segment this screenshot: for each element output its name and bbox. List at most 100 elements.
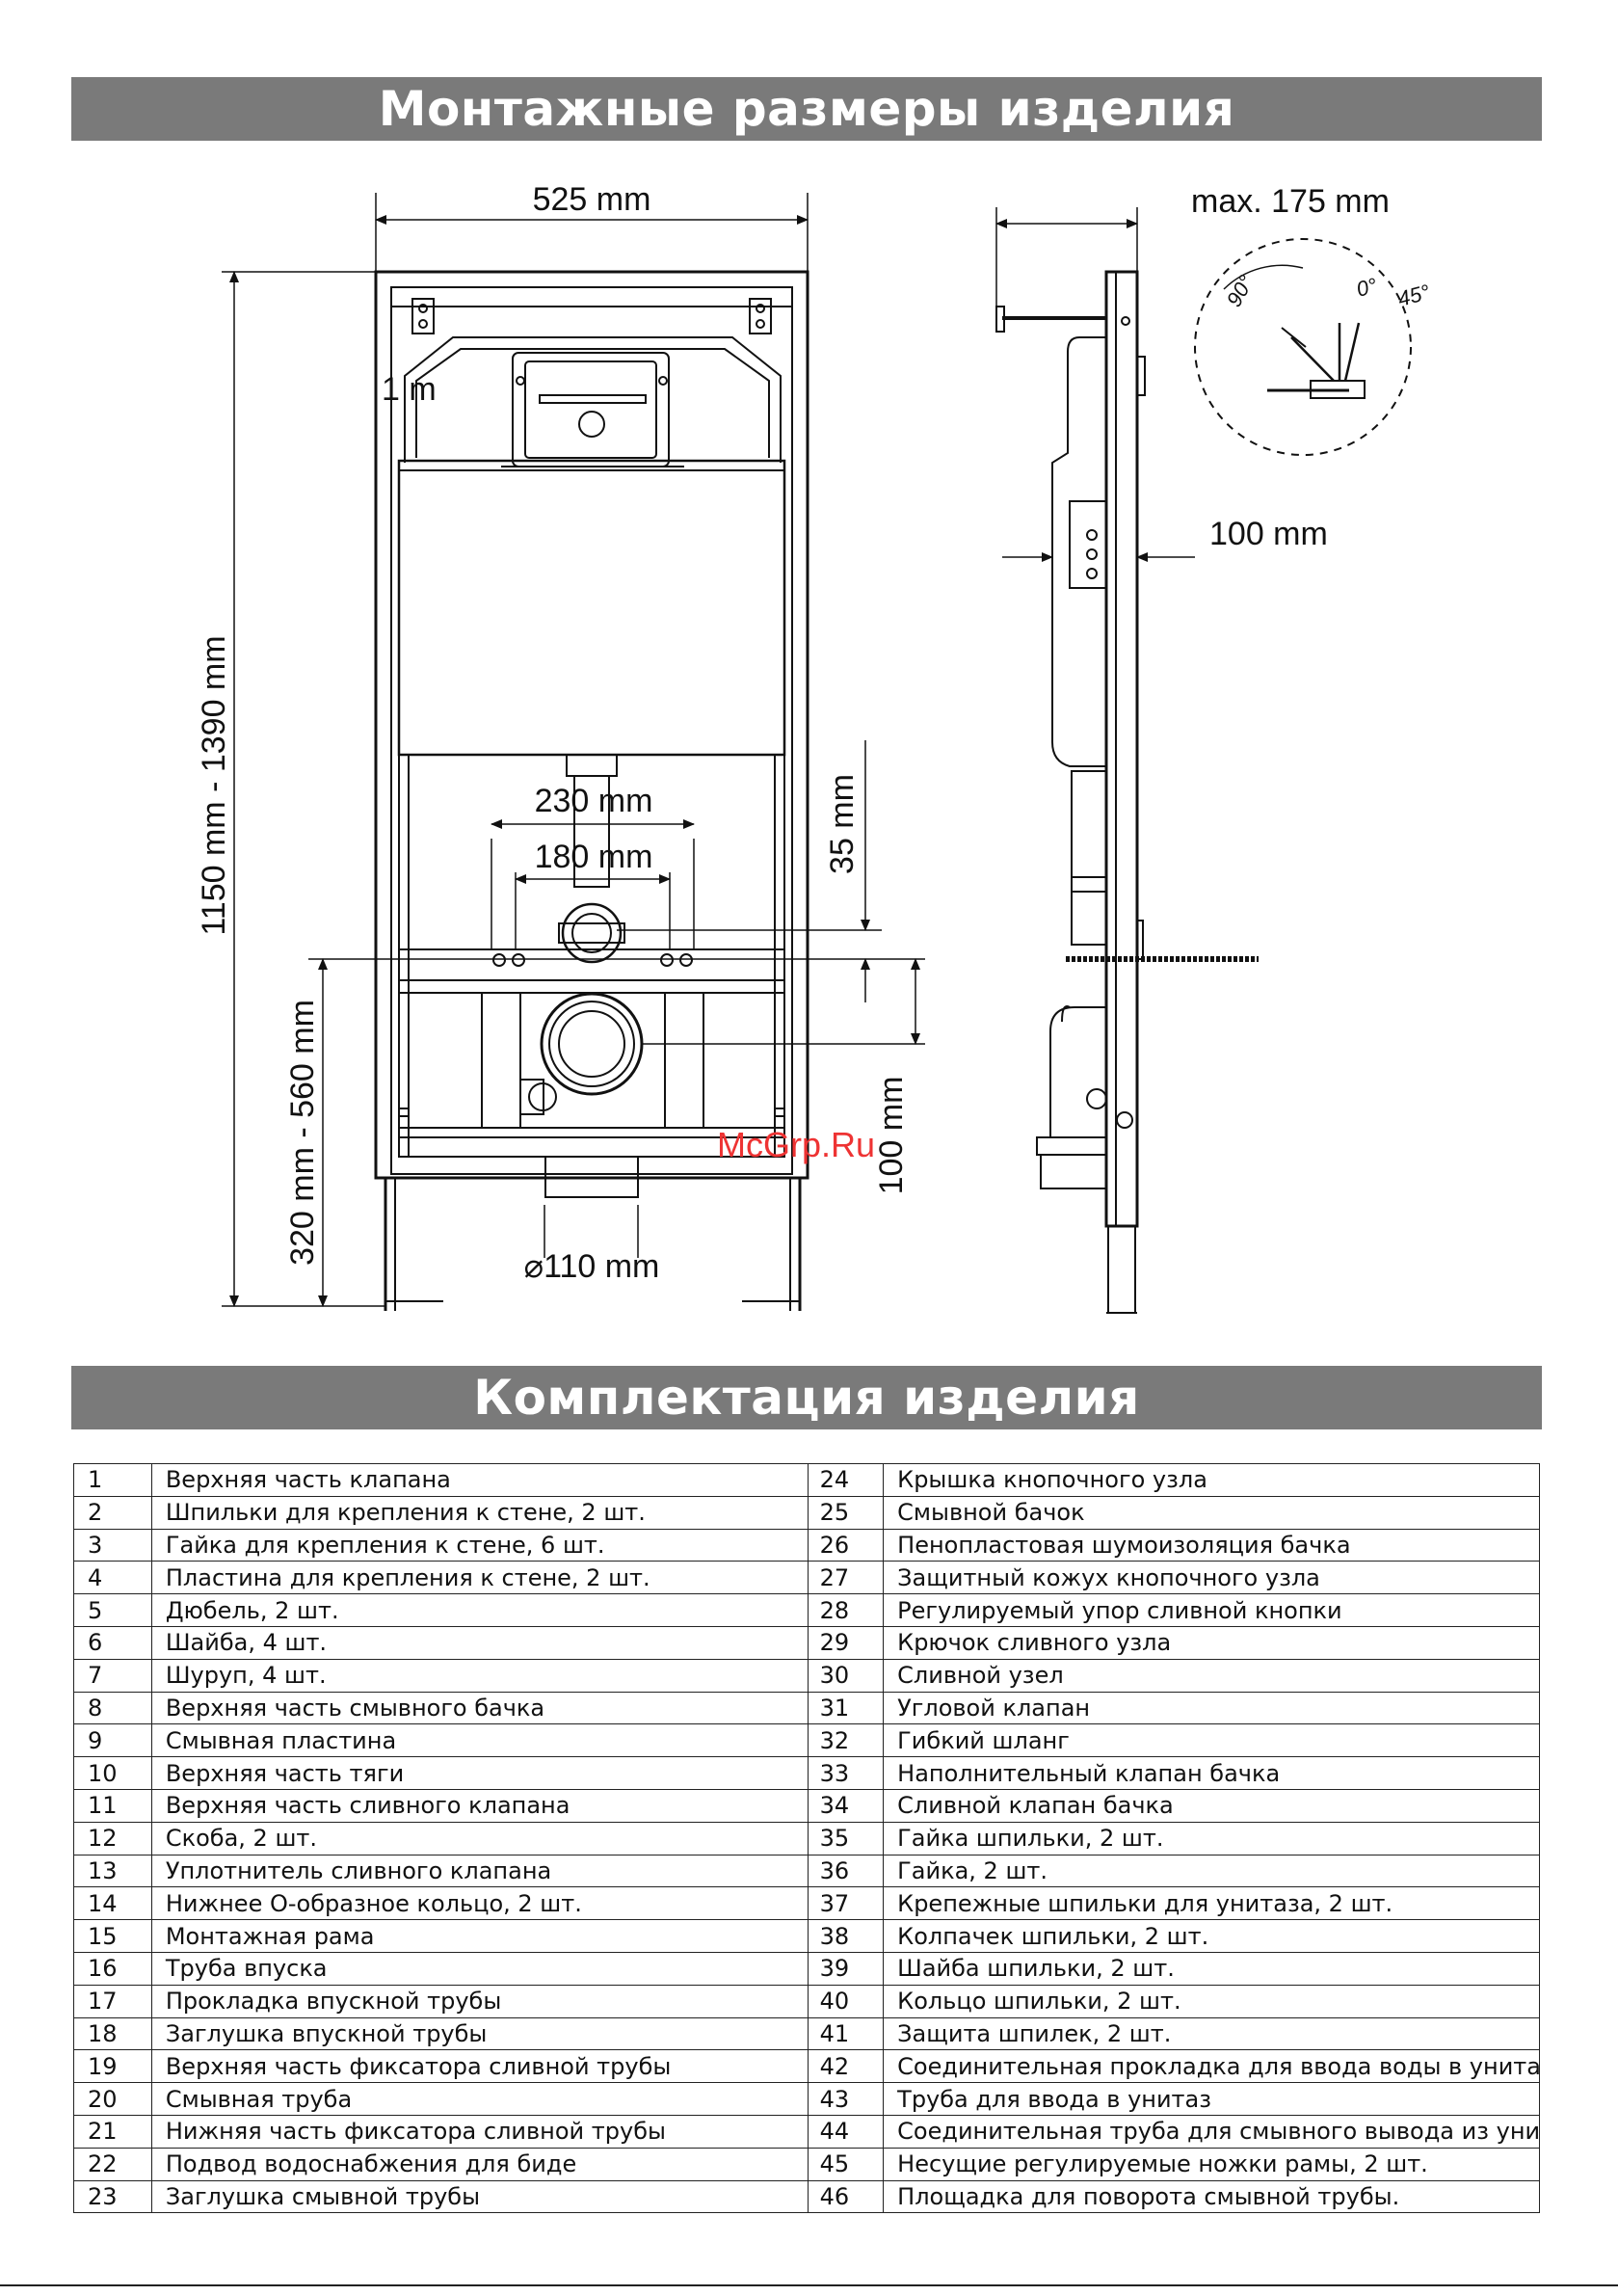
offset-100-label: 100 mm <box>873 1077 910 1195</box>
part-name: Площадка для поворота смывной трубы. <box>883 2179 1540 2214</box>
part-name: Прокладка впускной трубы <box>150 1984 809 2018</box>
part-number: 5 <box>73 1593 152 1627</box>
drain-diameter-label: ⌀110 mm <box>524 1248 660 1285</box>
part-number: 10 <box>73 1756 152 1790</box>
part-number: 11 <box>73 1788 152 1823</box>
part-number: 36 <box>807 1854 885 1888</box>
inlet-spacing-inner-label: 180 mm <box>535 839 653 875</box>
part-number: 26 <box>807 1528 885 1562</box>
part-number: 39 <box>807 1951 885 1986</box>
angle-90-label: 90° <box>1222 271 1259 310</box>
front-view <box>374 270 809 1311</box>
part-number: 44 <box>807 2114 885 2149</box>
angle-0-label: 0° <box>1354 273 1380 302</box>
part-name: Несущие регулируемые ножки рамы, 2 шт. <box>883 2147 1540 2181</box>
part-number: 12 <box>73 1821 152 1855</box>
part-number: 42 <box>807 2049 885 2084</box>
part-name: Соединительная прокладка для ввода воды … <box>883 2049 1540 2084</box>
part-number: 13 <box>73 1854 152 1888</box>
part-number: 23 <box>73 2179 152 2214</box>
part-name: Кольцо шпильки, 2 шт. <box>883 1984 1540 2018</box>
part-number: 37 <box>807 1886 885 1921</box>
part-name: Крепежные шпильки для унитаза, 2 шт. <box>883 1886 1540 1921</box>
part-name: Труба впуска <box>150 1951 809 1986</box>
part-name: Крышка кнопочного узла <box>883 1463 1540 1497</box>
part-number: 24 <box>807 1463 885 1497</box>
part-number: 46 <box>807 2179 885 2214</box>
dimensions-heading: Монтажные размеры изделия <box>71 77 1542 141</box>
part-name: Шайба шпильки, 2 шт. <box>883 1951 1540 1986</box>
part-name: Наполнительный клапан бачка <box>883 1756 1540 1790</box>
part-number: 40 <box>807 1984 885 2018</box>
part-number: 29 <box>807 1625 885 1660</box>
part-number: 43 <box>807 2082 885 2116</box>
part-name: Соединительная труба для смывного вывода… <box>883 2114 1540 2149</box>
part-name: Регулируемый упор сливной кнопки <box>883 1593 1540 1627</box>
part-number: 25 <box>807 1495 885 1530</box>
part-name: Смывной бачок <box>883 1495 1540 1530</box>
part-name: Колпачек шпильки, 2 шт. <box>883 1919 1540 1953</box>
part-name: Монтажная рама <box>150 1919 809 1953</box>
part-name: Заглушка смывной трубы <box>150 2179 809 2214</box>
part-name: Гайка, 2 шт. <box>883 1854 1540 1888</box>
part-number: 28 <box>807 1593 885 1627</box>
contents-heading: Комплектация изделия <box>71 1366 1542 1429</box>
part-number: 27 <box>807 1561 885 1595</box>
angle-45-label: 45° <box>1395 280 1433 311</box>
part-name: Нижнее О-образное кольцо, 2 шт. <box>150 1886 809 1921</box>
part-name: Заглушка впускной трубы <box>150 2016 809 2051</box>
lower-range-label: 320 mm - 560 mm <box>284 1000 321 1266</box>
bottom-rule <box>0 2284 1618 2286</box>
part-name: Уплотнитель сливного клапана <box>150 1854 809 1888</box>
part-name: Пластина для крепления к стене, 2 шт. <box>150 1561 809 1595</box>
part-number: 33 <box>807 1756 885 1790</box>
part-number: 18 <box>73 2016 152 2051</box>
part-number: 20 <box>73 2082 152 2116</box>
side-dimensions <box>995 207 1195 562</box>
part-number: 41 <box>807 2016 885 2051</box>
frame-mark-label: 1 m <box>382 371 437 408</box>
offset-35-label: 35 mm <box>824 774 861 874</box>
part-number: 8 <box>73 1691 152 1725</box>
part-number: 34 <box>807 1788 885 1823</box>
part-name: Верхняя часть смывного бачка <box>150 1691 809 1725</box>
height-range-label: 1150 mm - 1390 mm <box>196 635 232 935</box>
part-name: Сливной узел <box>883 1658 1540 1693</box>
part-number: 21 <box>73 2114 152 2149</box>
part-number: 14 <box>73 1886 152 1921</box>
part-name: Скоба, 2 шт. <box>150 1821 809 1855</box>
part-number: 30 <box>807 1658 885 1693</box>
part-name: Сливной клапан бачка <box>883 1788 1540 1823</box>
part-name: Крючок сливного узла <box>883 1625 1540 1660</box>
width-label: 525 mm <box>533 181 651 218</box>
part-name: Шайба, 4 шт. <box>150 1625 809 1660</box>
part-name: Гайка шпильки, 2 шт. <box>883 1821 1540 1855</box>
side-view <box>995 270 1259 1314</box>
part-name: Смывная труба <box>150 2082 809 2116</box>
watermark: McGrp.Ru <box>717 1125 875 1164</box>
part-number: 4 <box>73 1561 152 1595</box>
part-name: Смывная пластина <box>150 1723 809 1758</box>
part-name: Труба для ввода в унитаз <box>883 2082 1540 2116</box>
part-name: Угловой клапан <box>883 1691 1540 1725</box>
part-name: Гайка для крепления к стене, 6 шт. <box>150 1528 809 1562</box>
part-number: 31 <box>807 1691 885 1725</box>
